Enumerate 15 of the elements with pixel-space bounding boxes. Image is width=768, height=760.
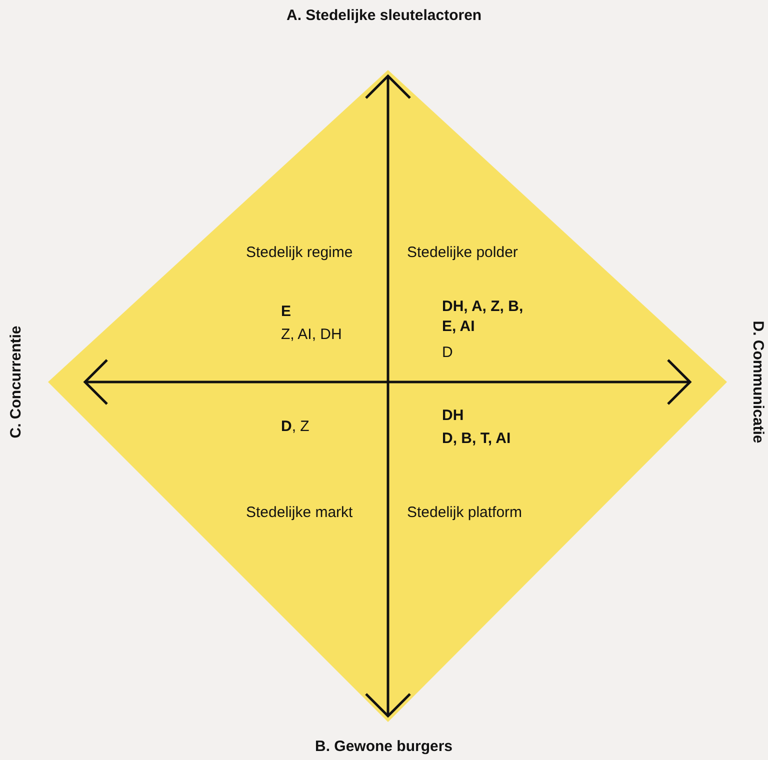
actor-list: D, Z: [281, 417, 310, 437]
axis-label: D. Communicatie: [748, 320, 767, 444]
quadrant-label: Stedelijke polder: [407, 243, 518, 263]
actor-list: Z, AI, DH: [281, 325, 342, 345]
axis-label: A. Stedelijke sleutelactoren: [286, 6, 482, 26]
actor-list: D: [442, 343, 453, 363]
actor-list: DH: [442, 406, 464, 426]
actor-list: D, B, T, AI: [442, 429, 511, 449]
quadrant-label: Stedelijk platform: [407, 503, 522, 523]
axis-label: B. Gewone burgers: [315, 737, 453, 757]
actor-list: DH, A, Z, B, E, AI: [442, 297, 538, 337]
axis-label: C. Concurrentie: [6, 326, 25, 438]
quadrant-label: Stedelijk regime: [246, 243, 353, 263]
actor-list: E: [281, 302, 292, 322]
quadrant-label: Stedelijke markt: [246, 503, 353, 523]
